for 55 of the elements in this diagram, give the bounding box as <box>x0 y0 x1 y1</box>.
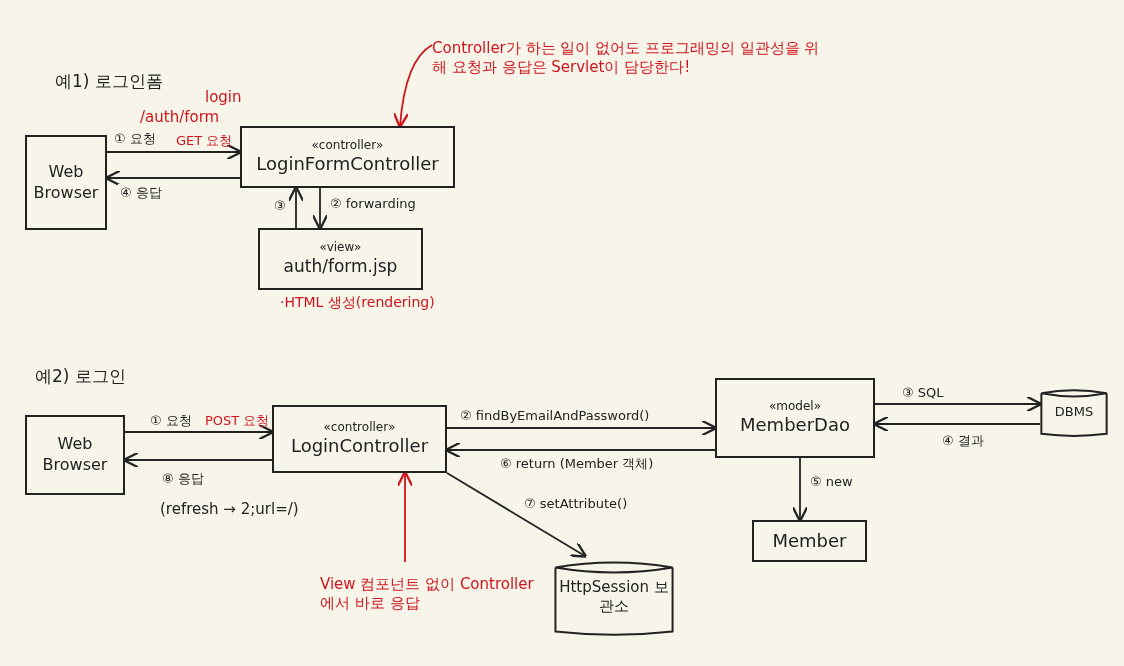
node-label: HttpSession 보관소 <box>558 577 670 617</box>
edge-label: ② forwarding <box>328 196 418 211</box>
process-box <box>240 126 455 188</box>
annotation-text: /auth/form <box>140 108 220 126</box>
process-box <box>25 135 107 230</box>
node-label: Web Browser <box>32 161 100 204</box>
stereotype-text: «controller» <box>311 138 384 152</box>
process-box <box>752 520 867 562</box>
node-label: LoginFormController <box>256 151 439 176</box>
node-label: Member <box>772 529 847 553</box>
edge-label: ③ SQL <box>900 385 946 400</box>
arrow <box>791 457 809 523</box>
node-caption: ·HTML 생성(rendering) <box>280 294 435 312</box>
annotation-text: login <box>205 88 242 106</box>
arrow <box>287 185 305 229</box>
stereotype-text: «model» <box>768 399 822 413</box>
arrow <box>872 415 1041 433</box>
section-heading: 예2) 로그인 <box>35 365 126 388</box>
edge-label: ⑧ 응답 <box>160 470 206 488</box>
section-heading: 예1) 로그인폼 <box>55 70 163 93</box>
edge-label: ④ 응답 <box>118 184 164 202</box>
process-box <box>25 415 125 495</box>
annotation-text: GET 요청 <box>176 132 233 150</box>
arrow <box>396 470 414 563</box>
arrow <box>446 472 588 558</box>
edge-label: ④ 결과 <box>940 432 986 450</box>
arrow <box>446 419 718 437</box>
process-box <box>715 378 875 458</box>
node-label: LoginController <box>290 433 429 458</box>
node-label: auth/form.jsp <box>283 254 398 277</box>
arrow <box>311 187 329 231</box>
arrow <box>392 44 433 129</box>
annotation-text: (refresh → 2;url=/) <box>160 500 299 518</box>
note-text: View 컴포넌트 없이 Controller에서 바로 응답 <box>320 574 535 614</box>
stereotype-text: «view» <box>319 241 362 255</box>
edge-label: ⑤ new <box>808 474 855 489</box>
arrow <box>874 395 1043 413</box>
edge-label: ⑥ return (Member 객체) <box>498 455 656 473</box>
stereotype-text: «controller» <box>323 420 396 434</box>
edge-label: ⑦ setAttribute() <box>522 496 630 511</box>
edge-label: ② findByEmailAndPassword() <box>458 408 652 423</box>
arrow <box>104 169 241 187</box>
process-box <box>272 405 447 473</box>
annotation-text: POST 요청 <box>205 412 270 430</box>
note-text: Controller가 하는 일이 없어도 프로그래밍의 일관성을 위해 요청과 응답은 Servlet이 담당한다! <box>432 38 821 78</box>
arrow <box>444 441 716 459</box>
storage-cylinder <box>1040 386 1108 438</box>
node-label: DBMS <box>1054 403 1094 421</box>
node-label: MemberDao <box>740 412 850 437</box>
edge-label: ① 요청 <box>148 412 194 430</box>
arrow <box>122 451 273 469</box>
arrow <box>106 143 243 161</box>
node-label: Web Browser <box>41 434 109 476</box>
edge-label: ① 요청 <box>112 130 158 148</box>
edge-label: ③ <box>272 198 288 213</box>
